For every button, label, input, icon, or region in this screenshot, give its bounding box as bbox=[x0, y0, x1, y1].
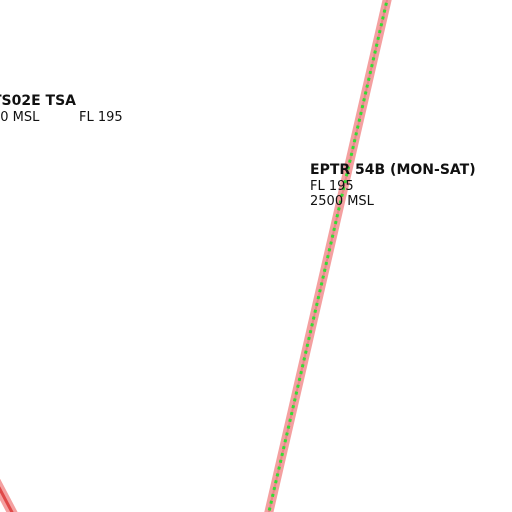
tsa-lower-limit: 00 MSL bbox=[0, 110, 40, 125]
tsa-boundary-line bbox=[0, 486, 14, 512]
eptr-54b-boundary-dots bbox=[267, 0, 389, 512]
eptr-54b-area-label[interactable]: EPTR 54B (MON-SAT) FL 195 2500 MSL bbox=[310, 162, 476, 209]
eptr-54b-lower-limit: 2500 MSL bbox=[310, 194, 374, 209]
eptr-54b-area-name: EPTR 54B (MON-SAT) bbox=[310, 162, 476, 178]
tsa-area-label[interactable]: TS02E TSA 00 MSL FL 195 bbox=[0, 93, 123, 125]
tsa-upper-limit: FL 195 bbox=[79, 110, 123, 125]
tsa-area-name: TS02E TSA bbox=[0, 93, 77, 109]
eptr-54b-upper-limit: FL 195 bbox=[310, 179, 354, 194]
